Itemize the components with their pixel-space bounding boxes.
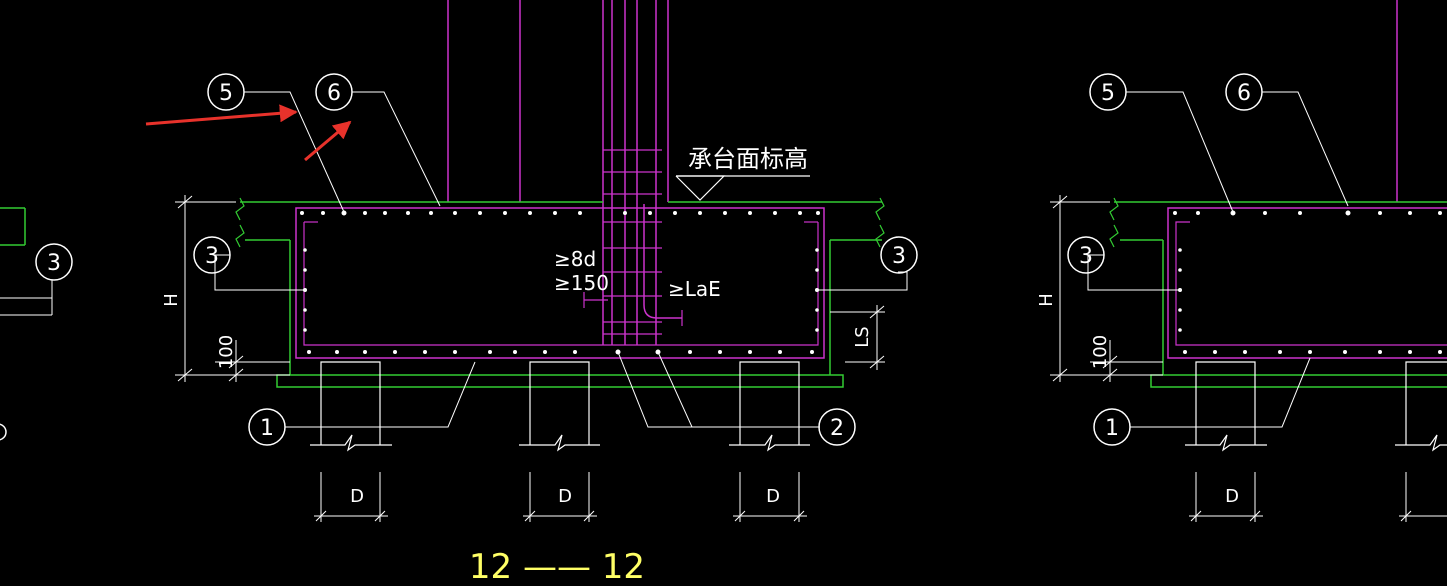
min-150-label: ≥150 bbox=[554, 271, 609, 295]
callout-2-number: 2 bbox=[830, 416, 844, 441]
right-callout-circle-5 bbox=[1089, 73, 1127, 111]
cushion-thickness-label: 100 bbox=[216, 335, 237, 369]
right-callout-3-number: 3 bbox=[1079, 244, 1093, 269]
ls-dimension bbox=[830, 305, 885, 370]
callout-circle-6 bbox=[315, 73, 353, 111]
pile-cap-concrete-outline bbox=[235, 197, 885, 388]
min-lae-label: ≥LaE bbox=[668, 277, 721, 301]
top-rebar-dots bbox=[300, 210, 820, 216]
lap-length-label: LS bbox=[852, 326, 873, 347]
pile-cap-rebar-cage bbox=[295, 207, 825, 359]
pile-diameter-dimensions bbox=[314, 472, 807, 522]
right-callout-6-number: 6 bbox=[1237, 81, 1251, 106]
left-partial-detail: 3 bbox=[0, 207, 73, 441]
callout-3-right-number: 3 bbox=[892, 244, 906, 269]
right-pile-1-diameter-label: D bbox=[1225, 486, 1239, 507]
callout-1-number: 1 bbox=[260, 416, 274, 441]
column-outline bbox=[447, 0, 683, 345]
callout-3-left-number: 3 bbox=[205, 244, 219, 269]
callout-circle-3-right bbox=[880, 236, 918, 274]
bottom-rebar-dots bbox=[307, 349, 814, 355]
callout-circle-3-left-partial bbox=[35, 243, 73, 281]
elevation-marker bbox=[675, 175, 810, 201]
right-partial-detail: D H 100 5 6 3 1 bbox=[1036, 0, 1447, 522]
section-title: 12 —— 12 bbox=[469, 547, 645, 586]
callout-3-left-partial-number: 3 bbox=[47, 251, 61, 276]
right-callout-5-number: 5 bbox=[1101, 81, 1115, 106]
right-callout-circle-3 bbox=[1067, 236, 1105, 274]
red-arrow-1 bbox=[145, 104, 298, 126]
callout-circle-1 bbox=[248, 408, 286, 446]
callout-6-number: 6 bbox=[327, 81, 341, 106]
elevation-label: 承台面标高 bbox=[688, 145, 808, 173]
right-cap-height-label: H bbox=[1036, 293, 1057, 307]
red-arrow-2 bbox=[304, 120, 352, 162]
min-8d-label: ≥8d bbox=[554, 247, 596, 271]
pile-1-diameter-label: D bbox=[350, 486, 364, 507]
right-callout-1-number: 1 bbox=[1105, 416, 1119, 441]
right-cushion-thickness-label: 100 bbox=[1090, 335, 1111, 369]
right-callout-circle-1 bbox=[1093, 408, 1131, 446]
piles bbox=[310, 361, 810, 452]
callout-5-number: 5 bbox=[219, 81, 233, 106]
pile-2-diameter-label: D bbox=[558, 486, 572, 507]
side-rebar-dots bbox=[303, 248, 819, 332]
main-detail-12-12: D D D H 100 LS 承 bbox=[145, 0, 918, 586]
callout-circle-3-left bbox=[193, 236, 231, 274]
callout-circle-2 bbox=[818, 408, 856, 446]
callout-circle-5 bbox=[207, 73, 245, 111]
height-dimension bbox=[175, 195, 290, 382]
right-callout-circle-6 bbox=[1225, 73, 1263, 111]
pile-3-diameter-label: D bbox=[766, 486, 780, 507]
cap-height-label: H bbox=[161, 293, 182, 307]
